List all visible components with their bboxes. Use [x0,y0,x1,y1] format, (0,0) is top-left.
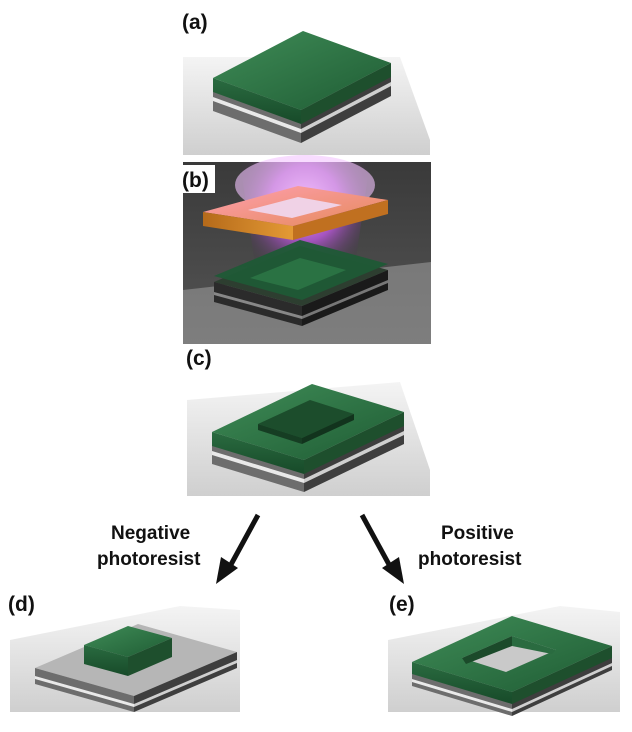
negative-branch: Negative photoresist [97,513,261,584]
panel-b-label: (b) [182,169,209,192]
panel-d-label: (d) [8,593,35,616]
arrow-positive-head [382,557,404,584]
exposed-region [258,400,354,438]
panel-e-label: (e) [389,593,415,616]
positive-label-line2: photoresist [418,549,522,570]
panel-a: (a) [182,11,430,155]
positive-branch: Positive photoresist [359,513,522,584]
panel-a-label: (a) [182,11,208,34]
arrow-negative-head [216,557,238,584]
panel-e: (e) [388,593,620,716]
panel-b: (b) [181,155,431,344]
arrow-negative [225,513,261,572]
arrow-positive [359,513,395,572]
negative-label-line1: Negative [111,523,190,544]
panel-d: (d) [8,593,240,712]
photoresist-layer [213,31,391,110]
panel-c-label: (c) [186,347,212,370]
positive-label-line1: Positive [441,523,514,544]
negative-label-line2: photoresist [97,549,201,570]
photomask-window [248,197,342,218]
photoresist-pattern [84,626,172,657]
panel-c: (c) [186,347,430,496]
